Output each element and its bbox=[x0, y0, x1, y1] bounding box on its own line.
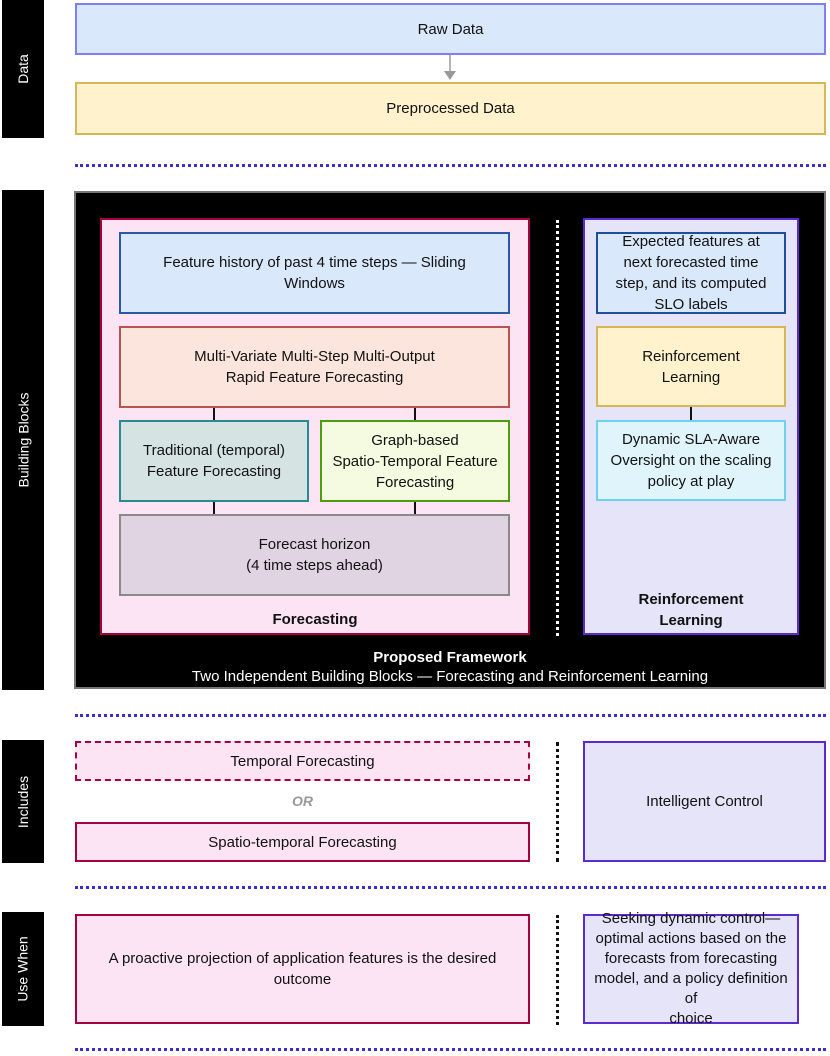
connector-traditional-horizon bbox=[213, 502, 215, 514]
rl-line1: Reinforcement bbox=[642, 347, 740, 365]
horizon-line1: Forecast horizon bbox=[258, 536, 371, 553]
side-label-use-when: Use When bbox=[2, 912, 44, 1026]
connector-rl-oversight bbox=[690, 407, 692, 420]
multivariate-line1: Multi-Variate Multi-Step Multi-Output bbox=[194, 348, 435, 365]
sliding-window-text: Feature history of past 4 time steps — S… bbox=[163, 254, 466, 292]
intelligent-control-text: Intelligent Control bbox=[646, 793, 763, 810]
separator-1 bbox=[75, 164, 826, 167]
framework-divider bbox=[556, 220, 559, 636]
side-label-use-when-text: Use When bbox=[15, 936, 32, 1002]
graph-line3: Forecasting bbox=[375, 473, 455, 491]
raw-data-label: Raw Data bbox=[417, 20, 484, 38]
intelligent-control-box: Intelligent Control bbox=[583, 741, 826, 862]
rl-label-line2: Learning bbox=[659, 612, 723, 629]
raw-data-box: Raw Data bbox=[75, 3, 826, 55]
traditional-line2: Feature Forecasting bbox=[146, 463, 282, 480]
expected-line1: Expected features at bbox=[622, 233, 760, 250]
preprocessed-data-label: Preprocessed Data bbox=[386, 100, 515, 117]
framework-subtitle: Two Independent Building Blocks — Foreca… bbox=[74, 666, 826, 686]
reinforcement-learning-box: Reinforcement Learning bbox=[596, 326, 786, 407]
expected-line3: step, and its computed bbox=[615, 275, 767, 292]
includes-divider bbox=[556, 742, 559, 862]
separator-3 bbox=[75, 886, 826, 889]
use-when-divider bbox=[556, 915, 559, 1025]
use-forecasting-line2: outcome bbox=[273, 971, 332, 988]
oversight-line1: Dynamic SLA-Aware bbox=[621, 431, 761, 448]
graph-forecasting-box: Graph-based Spatio-Temporal Feature Fore… bbox=[320, 420, 510, 502]
use-control-box: Seeking dynamic control— optimal actions… bbox=[583, 910, 799, 1027]
graph-line2: Spatio-Temporal Feature bbox=[332, 452, 498, 470]
or-label-text: OR bbox=[292, 793, 313, 809]
forecasting-label-text: Forecasting bbox=[272, 610, 358, 628]
expected-line4: SLO labels bbox=[654, 296, 728, 313]
preprocessed-data-box: Preprocessed Data bbox=[75, 82, 826, 135]
side-label-includes-text: Includes bbox=[15, 775, 31, 828]
raw-to-preprocessed-arrow bbox=[444, 55, 456, 80]
side-label-includes: Includes bbox=[2, 740, 44, 863]
rl-container-label: Reinforcement Learning bbox=[583, 589, 799, 631]
separator-2 bbox=[75, 714, 826, 717]
spatio-temporal-forecasting-text: Spatio-temporal Forecasting bbox=[208, 833, 397, 851]
side-label-data: Data bbox=[2, 0, 44, 138]
connector-graph-horizon bbox=[414, 502, 416, 514]
oversight-line2: Oversight on the scaling bbox=[610, 452, 772, 469]
graph-line1: Graph-based bbox=[371, 431, 459, 449]
multivariate-line2: Rapid Feature Forecasting bbox=[225, 369, 404, 386]
use-control-line1: Seeking dynamic control— bbox=[601, 910, 781, 927]
temporal-forecasting-text: Temporal Forecasting bbox=[230, 752, 375, 770]
rl-label-line1: Reinforcement bbox=[638, 591, 744, 608]
connector-multivariate-traditional bbox=[213, 408, 215, 420]
framework-title-text: Proposed Framework bbox=[373, 648, 527, 666]
use-forecasting-box: A proactive projection of application fe… bbox=[75, 914, 530, 1024]
temporal-forecasting-box: Temporal Forecasting bbox=[75, 741, 530, 781]
side-label-building-blocks-text: Building Blocks bbox=[15, 392, 31, 488]
side-label-building-blocks: Building Blocks bbox=[2, 190, 44, 690]
use-control-line3: forecasts from forecasting bbox=[604, 950, 778, 967]
traditional-forecasting-box: Traditional (temporal) Feature Forecasti… bbox=[119, 420, 309, 502]
oversight-line3: policy at play bbox=[647, 473, 735, 490]
forecasting-container-label: Forecasting bbox=[100, 608, 530, 630]
use-control-line2: optimal actions based on the bbox=[595, 930, 787, 947]
expected-line2: next forecasted time bbox=[623, 254, 759, 271]
multivariate-forecasting-box: Multi-Variate Multi-Step Multi-Output Ra… bbox=[119, 326, 510, 408]
use-control-line5: choice bbox=[669, 1010, 713, 1027]
framework-subtitle-text: Two Independent Building Blocks — Foreca… bbox=[191, 667, 709, 685]
use-forecasting-line1: A proactive projection of application fe… bbox=[108, 950, 497, 967]
framework-title: Proposed Framework bbox=[74, 647, 826, 667]
or-label: OR bbox=[75, 790, 530, 812]
expected-features-box: Expected features at next forecasted tim… bbox=[596, 232, 786, 314]
side-label-data-text: Data bbox=[14, 54, 31, 84]
traditional-line1: Traditional (temporal) bbox=[143, 442, 285, 459]
sla-oversight-box: Dynamic SLA-Aware Oversight on the scali… bbox=[596, 420, 786, 501]
spatio-temporal-forecasting-box: Spatio-temporal Forecasting bbox=[75, 822, 530, 862]
sliding-window-box: Feature history of past 4 time steps — S… bbox=[119, 232, 510, 314]
rl-line2: Learning bbox=[661, 368, 721, 386]
connector-multivariate-graph bbox=[414, 408, 416, 420]
separator-4 bbox=[75, 1048, 826, 1051]
horizon-line2: (4 time steps ahead) bbox=[246, 557, 383, 574]
use-control-line4: model, and a policy definition of bbox=[594, 970, 788, 1007]
forecast-horizon-box: Forecast horizon (4 time steps ahead) bbox=[119, 514, 510, 596]
